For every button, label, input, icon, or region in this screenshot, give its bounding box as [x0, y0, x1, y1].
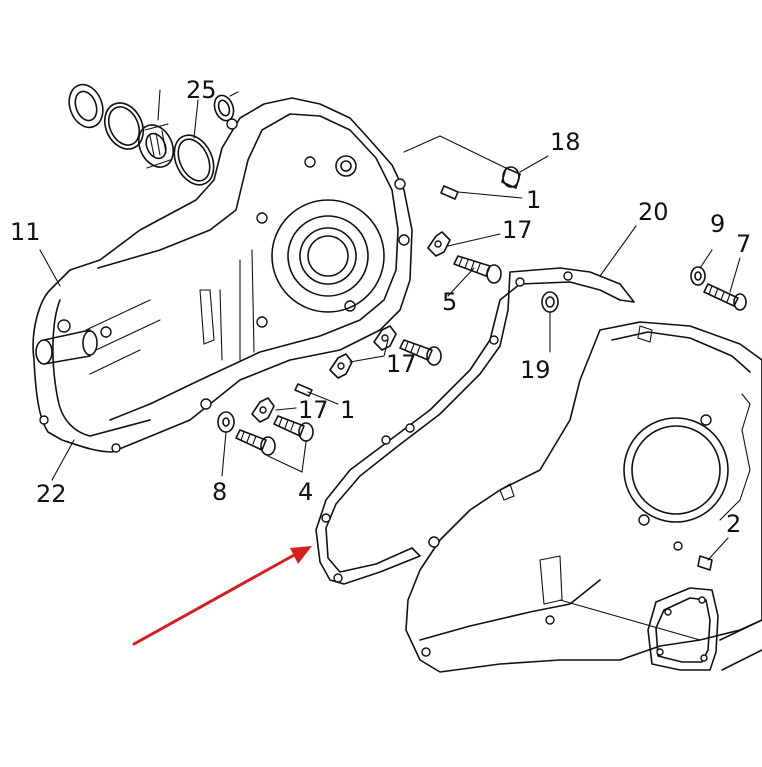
inner-cover-left-boss — [35, 289, 215, 365]
callout-17: 17 — [386, 350, 417, 378]
plug-2 — [697, 555, 713, 571]
outer-primary-cover — [405, 321, 762, 673]
inspection-cover-gasket — [647, 587, 762, 671]
callout-11: 11 — [10, 218, 41, 246]
lock-plate-lower — [329, 353, 353, 379]
inner-primary-housing — [32, 97, 413, 453]
screw-5-upper — [453, 255, 502, 284]
gasket — [315, 267, 635, 585]
callout-5: 5 — [442, 288, 457, 316]
red-pointer-arrow — [132, 546, 312, 646]
lock-plate-middle — [373, 325, 397, 351]
dowel-pin-upper — [440, 185, 459, 200]
callout-2: 2 — [726, 510, 741, 538]
inner-cover-bearing-bore — [271, 155, 385, 313]
callout-18: 18 — [550, 128, 581, 156]
snap-ring — [173, 134, 215, 186]
screw-5-lower — [399, 339, 442, 366]
callout-labels: 25 18 1 11 17 20 9 7 5 17 19 17 1 2 8 4 … — [10, 76, 751, 538]
callout-22: 22 — [36, 480, 67, 508]
lock-plate-upper — [427, 231, 451, 257]
callout-17: 17 — [298, 396, 329, 424]
sleeve-18 — [501, 166, 521, 189]
callout-1: 1 — [340, 396, 355, 424]
dowel-pin-lower — [294, 383, 313, 397]
callout-25: 25 — [186, 76, 217, 104]
callout-9: 9 — [710, 210, 725, 238]
retaining-ring — [103, 102, 145, 150]
screw-4-left — [235, 429, 276, 456]
callout-1: 1 — [526, 186, 541, 214]
lock-plate-bottom — [251, 397, 275, 423]
screw-7 — [703, 283, 747, 311]
screw-4-right — [273, 415, 314, 442]
leader-lines-top — [157, 89, 239, 139]
seal-ring — [68, 83, 104, 129]
callout-7: 7 — [736, 230, 751, 258]
washer-9 — [690, 266, 706, 286]
leader-lines — [39, 135, 741, 641]
callout-4: 4 — [298, 478, 313, 506]
callout-8: 8 — [212, 478, 227, 506]
callout-20: 20 — [638, 198, 669, 226]
washer-8 — [217, 411, 235, 433]
sleeve-19 — [541, 291, 559, 313]
callout-17: 17 — [502, 216, 533, 244]
bearing — [137, 123, 175, 169]
callout-19: 19 — [520, 356, 551, 384]
gasket-holes — [321, 271, 573, 583]
